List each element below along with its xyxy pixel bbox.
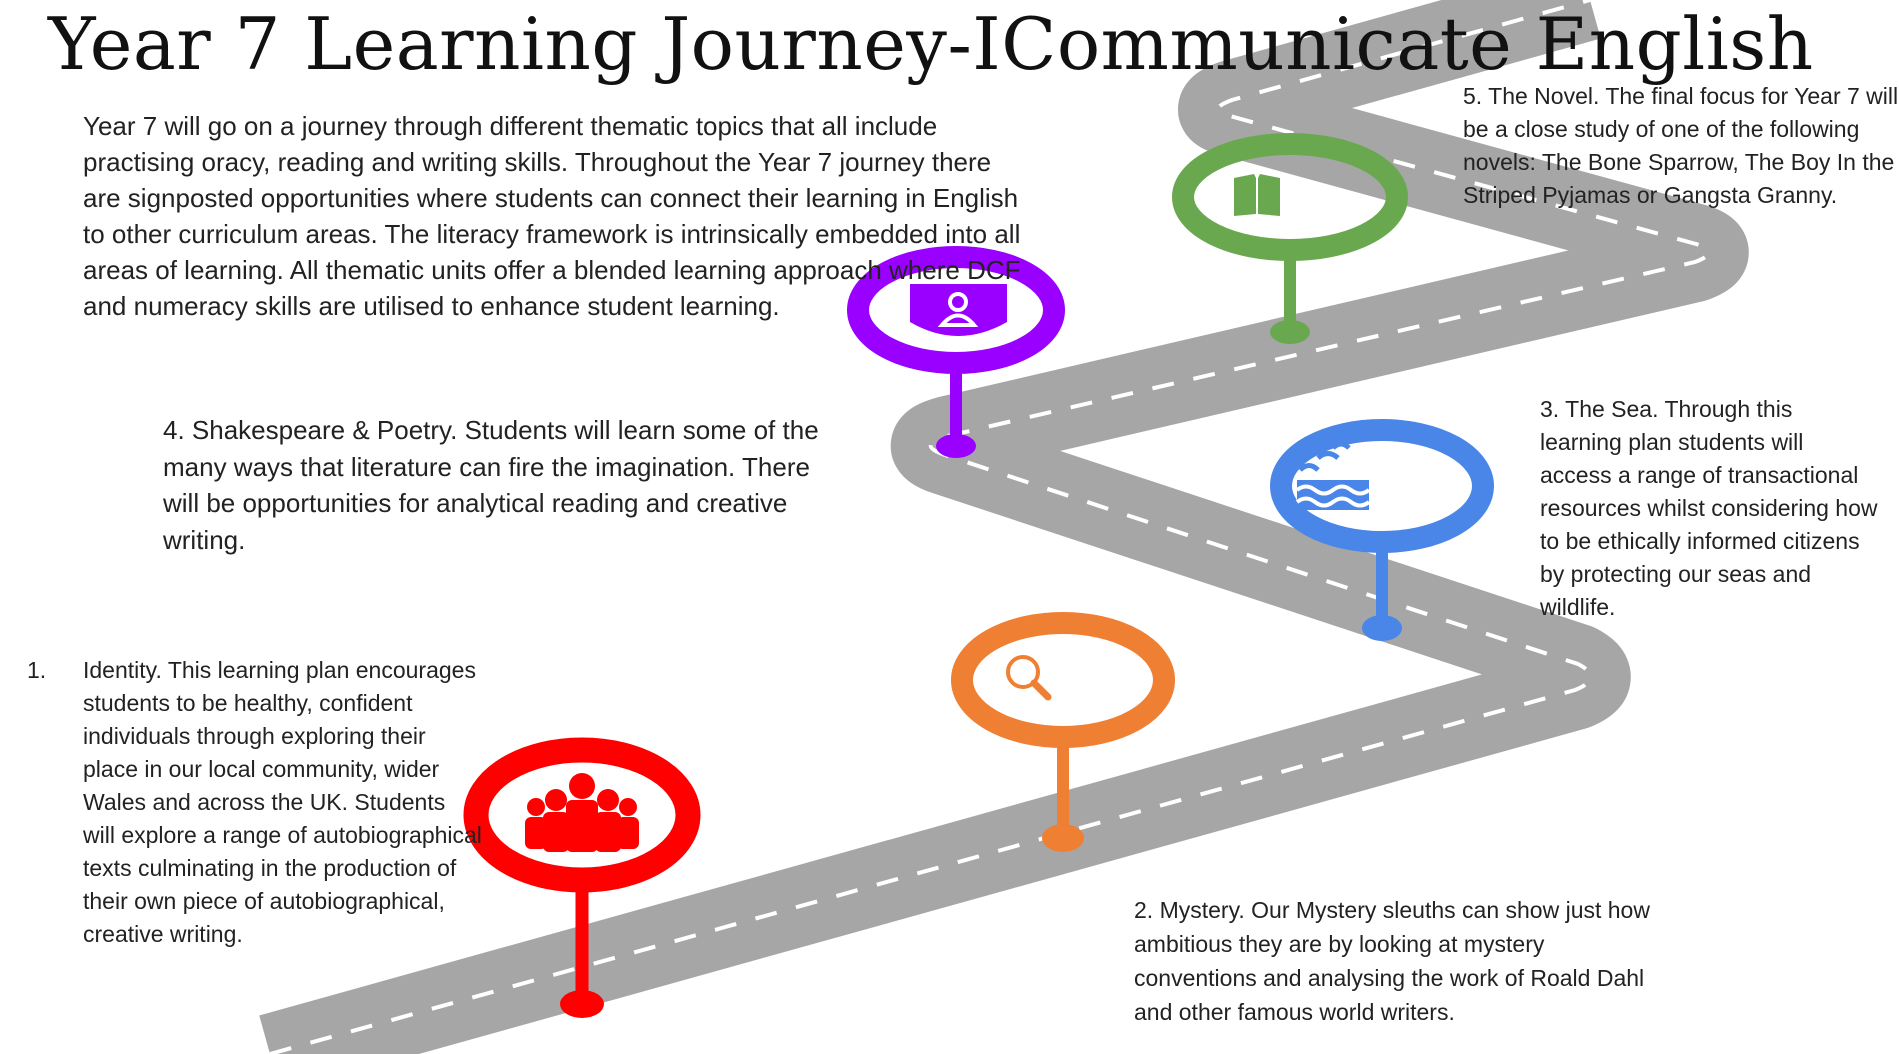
milestone-3-text: 3. The Sea. Through this learning plan s… [1540,396,1878,620]
people-group-icon [525,773,639,852]
book-icon [1234,174,1280,216]
milestone-1-number: 1. [27,657,47,683]
magnifying-glass-icon [1006,655,1052,701]
milestone-5-marker [1172,133,1408,344]
milestone-4-marker [847,246,1065,458]
shield-person-icon [910,284,1007,336]
milestone-4-text: 4. Shakespeare & Poetry. Students will l… [163,415,819,555]
milestone-2-text: 2. Mystery. Our Mystery sleuths can show… [1134,897,1650,1025]
milestone-3-marker [1270,419,1494,641]
milestone-1-text: Identity. This learning plan encourages … [83,657,482,947]
milestone-2-marker [951,612,1175,852]
milestone-5-text: 5. The Novel. The final focus for Year 7… [1463,83,1899,208]
intro-paragraph: Year 7 will go on a journey through diff… [83,111,1021,321]
sea-waves-icon [1295,441,1371,510]
page-title: Year 7 Learning Journey-ICommunicate Eng… [48,2,1814,86]
milestone-1-marker [463,737,701,1018]
